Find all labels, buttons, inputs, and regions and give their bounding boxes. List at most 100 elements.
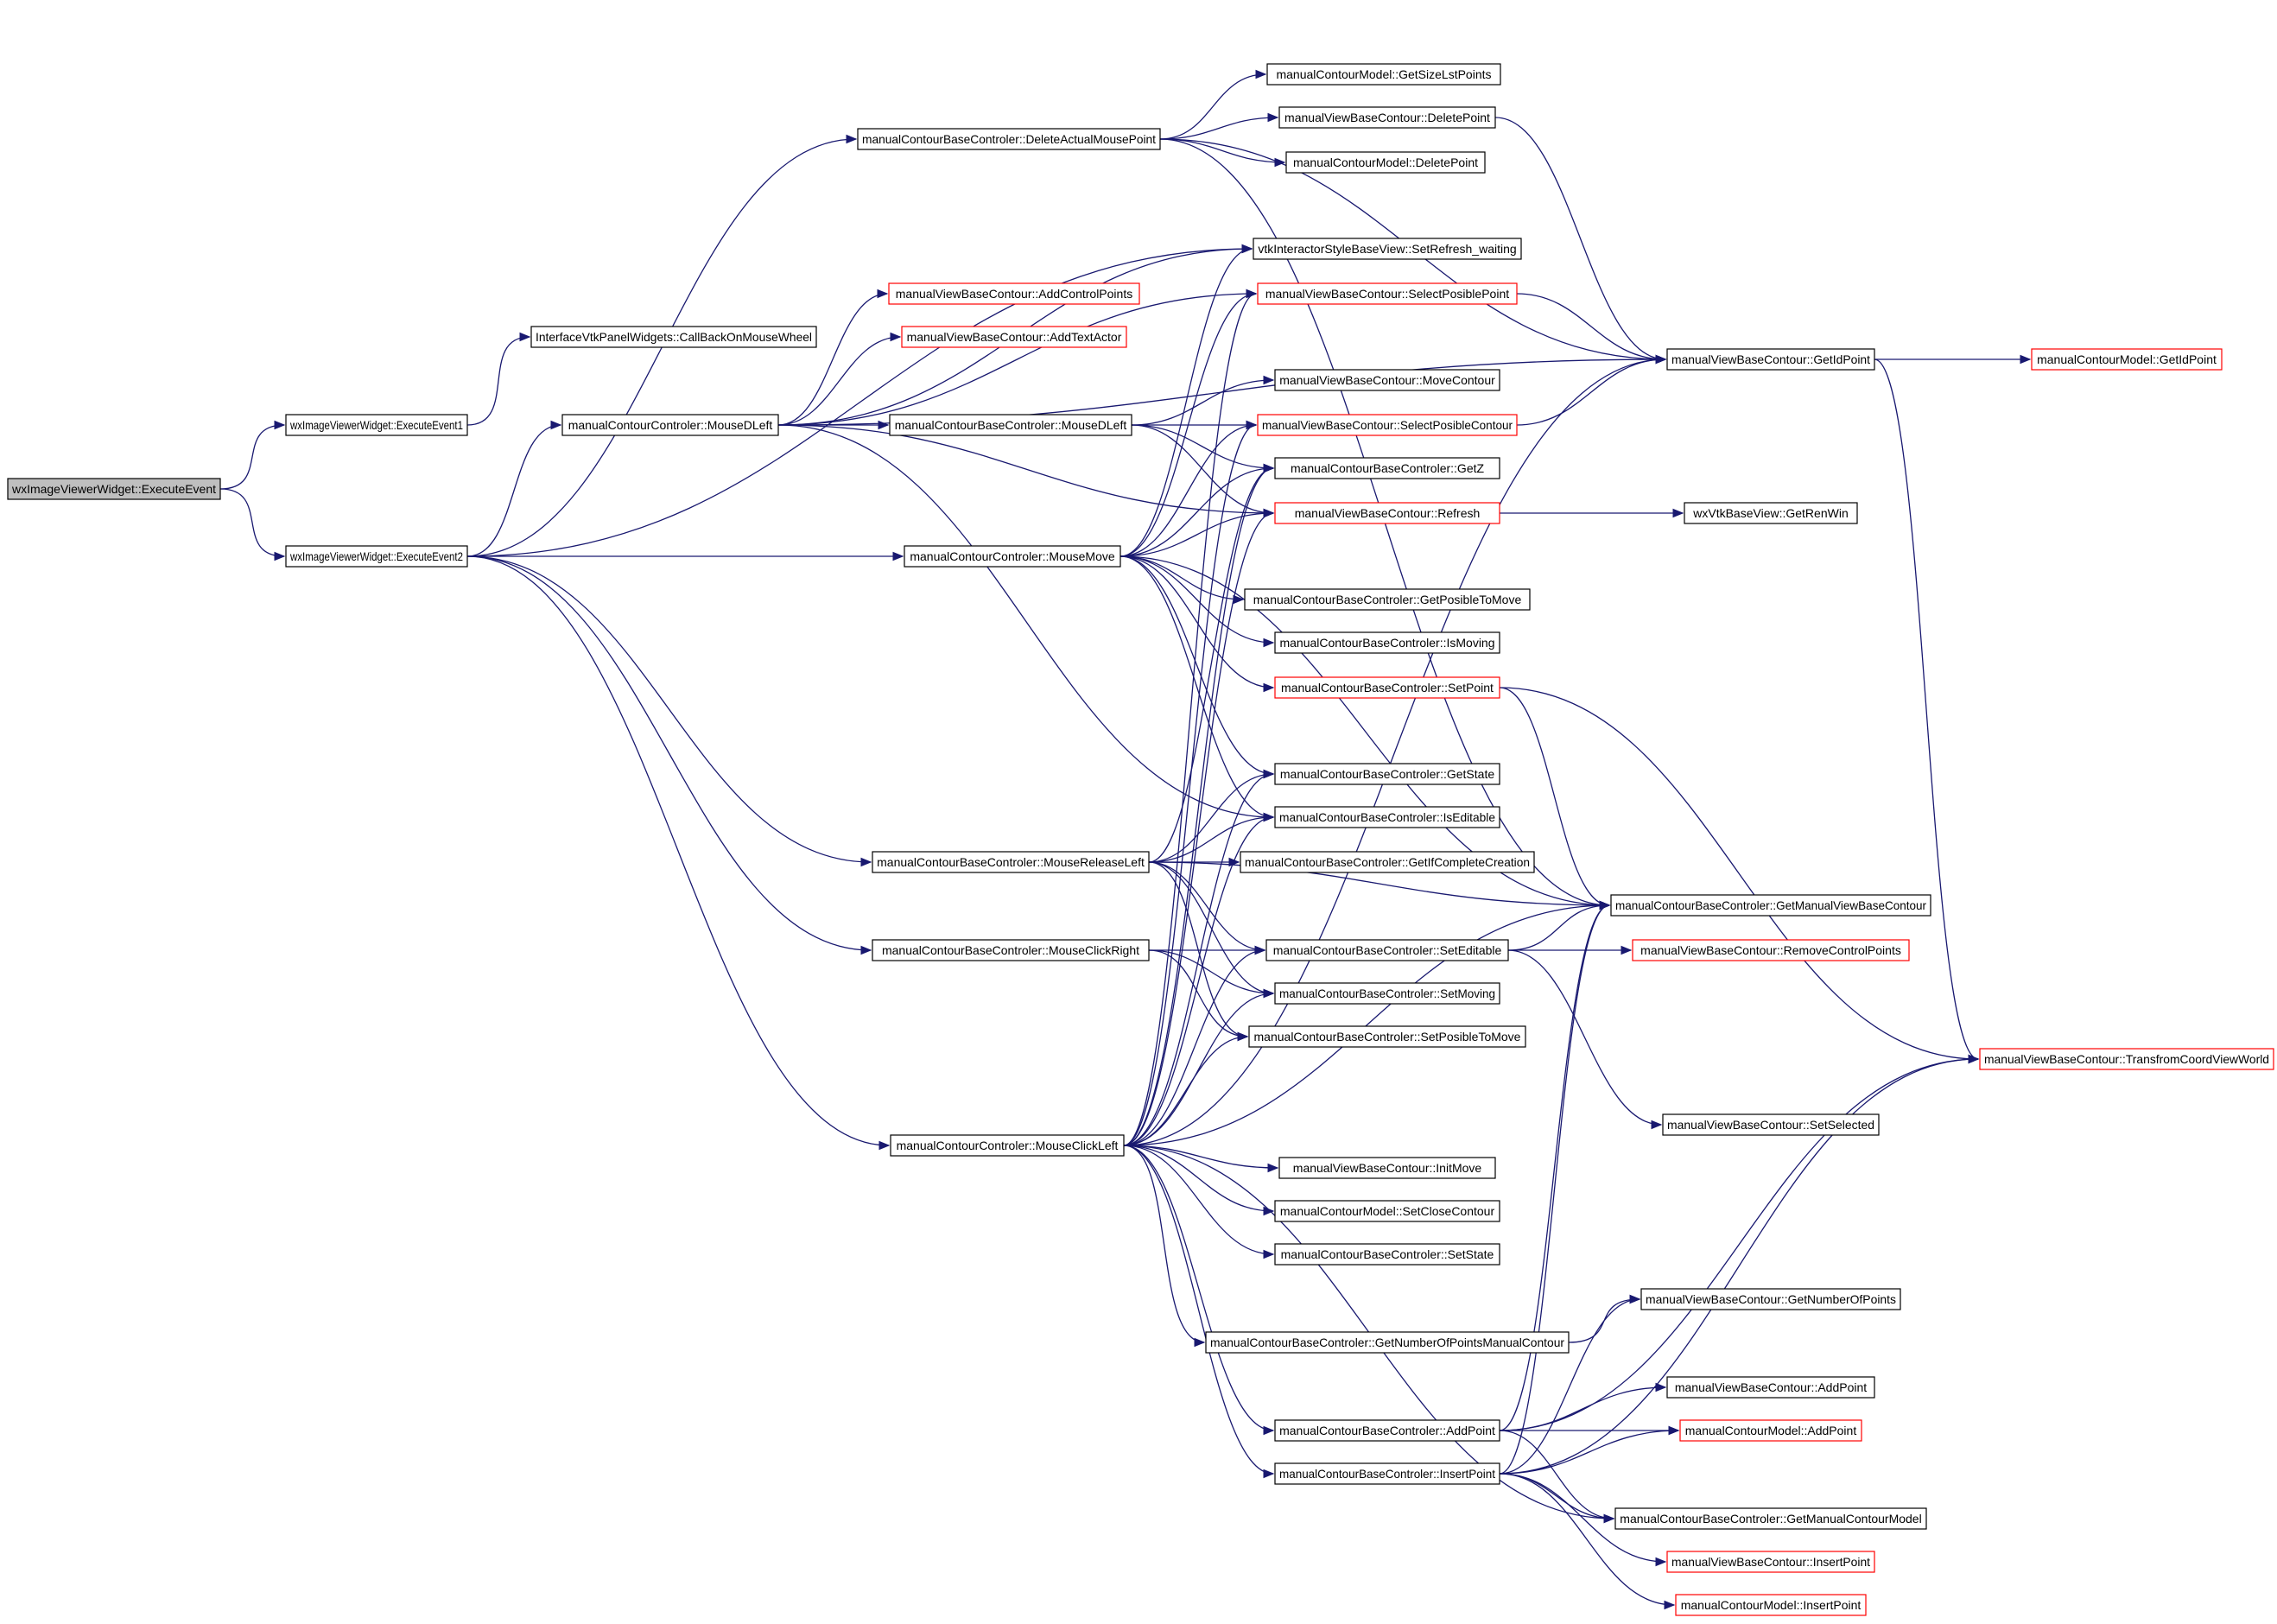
node-box[interactable] <box>1274 676 1500 699</box>
node-wx-image-viewer-widget-execute-event1[interactable]: wxImageViewerWidget::ExecuteEvent1 <box>285 414 468 436</box>
node-box[interactable] <box>1266 63 1501 86</box>
node-manual-view-base-contour-remove-control-points[interactable]: manualViewBaseContour::RemoveControlPoin… <box>1632 939 1910 961</box>
node-box[interactable] <box>1640 1288 1901 1310</box>
node-manual-contour-model-get-size-lst-points[interactable]: manualContourModel::GetSizeLstPoints <box>1266 63 1501 86</box>
node-box[interactable] <box>1257 414 1518 436</box>
node-manual-view-base-contour-select-posible-contour[interactable]: manualViewBaseContour::SelectPosibleCont… <box>1257 414 1518 436</box>
node-box[interactable] <box>1274 631 1500 654</box>
node-manual-contour-model-get-id-point[interactable]: manualContourModel::GetIdPoint <box>2031 348 2223 371</box>
node-manual-view-base-contour-add-text-actor[interactable]: manualViewBaseContour::AddTextActor <box>901 326 1127 348</box>
node-box[interactable] <box>1248 1025 1526 1048</box>
node-box[interactable] <box>1244 588 1531 611</box>
node-manual-contour-base-controler-set-point[interactable]: manualContourBaseControler::SetPoint <box>1274 676 1500 699</box>
node-manual-contour-base-controler-get-number-of-points-manual-contour[interactable]: manualContourBaseControler::GetNumberOfP… <box>1205 1331 1570 1354</box>
node-manual-view-base-contour-add-point[interactable]: manualViewBaseContour::AddPoint <box>1666 1376 1875 1399</box>
node-manual-contour-base-controler-get-manual-view-base-contour[interactable]: manualContourBaseControler::GetManualVie… <box>1610 894 1931 917</box>
node-wx-image-viewer-widget-execute-event[interactable]: wxImageViewerWidget::ExecuteEvent <box>7 478 221 500</box>
node-manual-contour-controler-mouse-dleft[interactable]: manualContourControler::MouseDLeft <box>561 414 779 436</box>
node-box[interactable] <box>1614 1507 1927 1530</box>
node-manual-contour-base-controler-set-posible-to-move[interactable]: manualContourBaseControler::SetPosibleTo… <box>1248 1025 1526 1048</box>
node-box[interactable] <box>285 414 468 436</box>
node-box[interactable] <box>1274 763 1500 785</box>
node-interface-vtk-panel-widgets-call-back-on-mouse-wheel[interactable]: InterfaceVtkPanelWidgets::CallBackOnMous… <box>530 326 817 348</box>
node-box[interactable] <box>561 414 779 436</box>
node-box[interactable] <box>2031 348 2223 371</box>
node-box[interactable] <box>1666 1551 1875 1573</box>
node-manual-contour-base-controler-get-manual-contour-model[interactable]: manualContourBaseControler::GetManualCon… <box>1614 1507 1927 1530</box>
node-manual-view-base-contour-init-move[interactable]: manualViewBaseContour::InitMove <box>1278 1157 1496 1179</box>
node-box[interactable] <box>1265 939 1509 961</box>
node-box[interactable] <box>1675 1594 1867 1616</box>
node-manual-view-base-contour-delete-point[interactable]: manualViewBaseContour::DeletePoint <box>1278 106 1496 129</box>
node-box[interactable] <box>1684 502 1858 524</box>
node-manual-contour-base-controler-set-state[interactable]: manualContourBaseControler::SetState <box>1274 1243 1500 1266</box>
node-manual-contour-model-insert-point[interactable]: manualContourModel::InsertPoint <box>1675 1594 1867 1616</box>
node-manual-contour-controler-mouse-click-left[interactable]: manualContourControler::MouseClickLeft <box>890 1134 1125 1157</box>
node-box[interactable] <box>7 478 221 500</box>
node-manual-view-base-contour-insert-point[interactable]: manualViewBaseContour::InsertPoint <box>1666 1551 1875 1573</box>
node-wx-image-viewer-widget-execute-event2[interactable]: wxImageViewerWidget::ExecuteEvent2 <box>285 545 468 568</box>
node-box[interactable] <box>530 326 817 348</box>
node-box[interactable] <box>1285 151 1486 174</box>
node-box[interactable] <box>1274 1243 1500 1266</box>
node-manual-contour-base-controler-get-if-complete-creation[interactable]: manualContourBaseControler::GetIfComplet… <box>1240 851 1535 873</box>
node-box[interactable] <box>904 545 1121 568</box>
node-manual-view-base-contour-get-number-of-points[interactable]: manualViewBaseContour::GetNumberOfPoints <box>1640 1288 1901 1310</box>
node-box[interactable] <box>1278 106 1496 129</box>
node-manual-contour-base-controler-get-z[interactable]: manualContourBaseControler::GetZ <box>1274 457 1500 479</box>
node-box[interactable] <box>872 851 1150 873</box>
node-box[interactable] <box>857 128 1161 150</box>
node-box[interactable] <box>1257 282 1518 305</box>
node-manual-contour-model-add-point[interactable]: manualContourModel::AddPoint <box>1679 1419 1862 1442</box>
node-box[interactable] <box>1274 1419 1500 1442</box>
node-manual-view-base-contour-transfrom-coord-view-world[interactable]: manualViewBaseContour::TransfromCoordVie… <box>1979 1048 2274 1070</box>
node-box[interactable] <box>285 545 468 568</box>
node-box[interactable] <box>1979 1048 2274 1070</box>
node-manual-contour-base-controler-set-moving[interactable]: manualContourBaseControler::SetMoving <box>1274 982 1500 1005</box>
node-box[interactable] <box>1610 894 1931 917</box>
node-box[interactable] <box>901 326 1127 348</box>
node-manual-contour-controler-mouse-move[interactable]: manualContourControler::MouseMove <box>904 545 1121 568</box>
node-box[interactable] <box>1666 1376 1875 1399</box>
node-box[interactable] <box>888 282 1140 305</box>
node-box[interactable] <box>1679 1419 1862 1442</box>
node-manual-contour-model-set-close-contour[interactable]: manualContourModel::SetCloseContour <box>1274 1200 1500 1222</box>
node-box[interactable] <box>1632 939 1910 961</box>
node-manual-view-base-contour-set-selected[interactable]: manualViewBaseContour::SetSelected <box>1662 1113 1880 1136</box>
node-box[interactable] <box>1274 982 1500 1005</box>
node-box[interactable] <box>1274 457 1500 479</box>
node-manual-contour-base-controler-get-posible-to-move[interactable]: manualContourBaseControler::GetPosibleTo… <box>1244 588 1531 611</box>
node-box[interactable] <box>1278 1157 1496 1179</box>
node-manual-contour-base-controler-is-editable[interactable]: manualContourBaseControler::IsEditable <box>1274 806 1500 828</box>
node-box[interactable] <box>1662 1113 1880 1136</box>
node-manual-view-base-contour-select-posible-point[interactable]: manualViewBaseContour::SelectPosiblePoin… <box>1257 282 1518 305</box>
node-manual-contour-base-controler-delete-actual-mouse-point[interactable]: manualContourBaseControler::DeleteActual… <box>857 128 1161 150</box>
node-manual-contour-base-controler-mouse-click-right[interactable]: manualContourBaseControler::MouseClickRi… <box>872 939 1150 961</box>
node-box[interactable] <box>1274 1200 1500 1222</box>
node-box[interactable] <box>1274 369 1500 391</box>
node-manual-contour-base-controler-mouse-release-left[interactable]: manualContourBaseControler::MouseRelease… <box>872 851 1150 873</box>
node-manual-contour-base-controler-mouse-dleft[interactable]: manualContourBaseControler::MouseDLeft <box>889 414 1132 436</box>
node-box[interactable] <box>872 939 1150 961</box>
node-vtk-interactor-style-base-view-set-refresh-waiting[interactable]: vtkInteractorStyleBaseView::SetRefresh_w… <box>1253 238 1522 260</box>
node-box[interactable] <box>1274 502 1500 524</box>
node-manual-contour-base-controler-set-editable[interactable]: manualContourBaseControler::SetEditable <box>1265 939 1509 961</box>
node-box[interactable] <box>1240 851 1535 873</box>
node-manual-contour-base-controler-is-moving[interactable]: manualContourBaseControler::IsMoving <box>1274 631 1500 654</box>
node-manual-view-base-contour-refresh[interactable]: manualViewBaseContour::Refresh <box>1274 502 1500 524</box>
node-box[interactable] <box>1666 348 1875 371</box>
node-box[interactable] <box>1253 238 1522 260</box>
node-box[interactable] <box>1274 806 1500 828</box>
node-manual-contour-model-delete-point[interactable]: manualContourModel::DeletePoint <box>1285 151 1486 174</box>
node-manual-view-base-contour-add-control-points[interactable]: manualViewBaseContour::AddControlPoints <box>888 282 1140 305</box>
node-manual-contour-base-controler-get-state[interactable]: manualContourBaseControler::GetState <box>1274 763 1500 785</box>
node-box[interactable] <box>1274 1462 1500 1485</box>
node-manual-contour-base-controler-add-point[interactable]: manualContourBaseControler::AddPoint <box>1274 1419 1500 1442</box>
node-wx-vtk-base-view-get-ren-win[interactable]: wxVtkBaseView::GetRenWin <box>1684 502 1858 524</box>
node-box[interactable] <box>890 1134 1125 1157</box>
node-manual-contour-base-controler-insert-point[interactable]: manualContourBaseControler::InsertPoint <box>1274 1462 1500 1485</box>
node-box[interactable] <box>1205 1331 1570 1354</box>
node-manual-view-base-contour-get-id-point[interactable]: manualViewBaseContour::GetIdPoint <box>1666 348 1875 371</box>
node-box[interactable] <box>889 414 1132 436</box>
node-manual-view-base-contour-move-contour[interactable]: manualViewBaseContour::MoveContour <box>1274 369 1500 391</box>
